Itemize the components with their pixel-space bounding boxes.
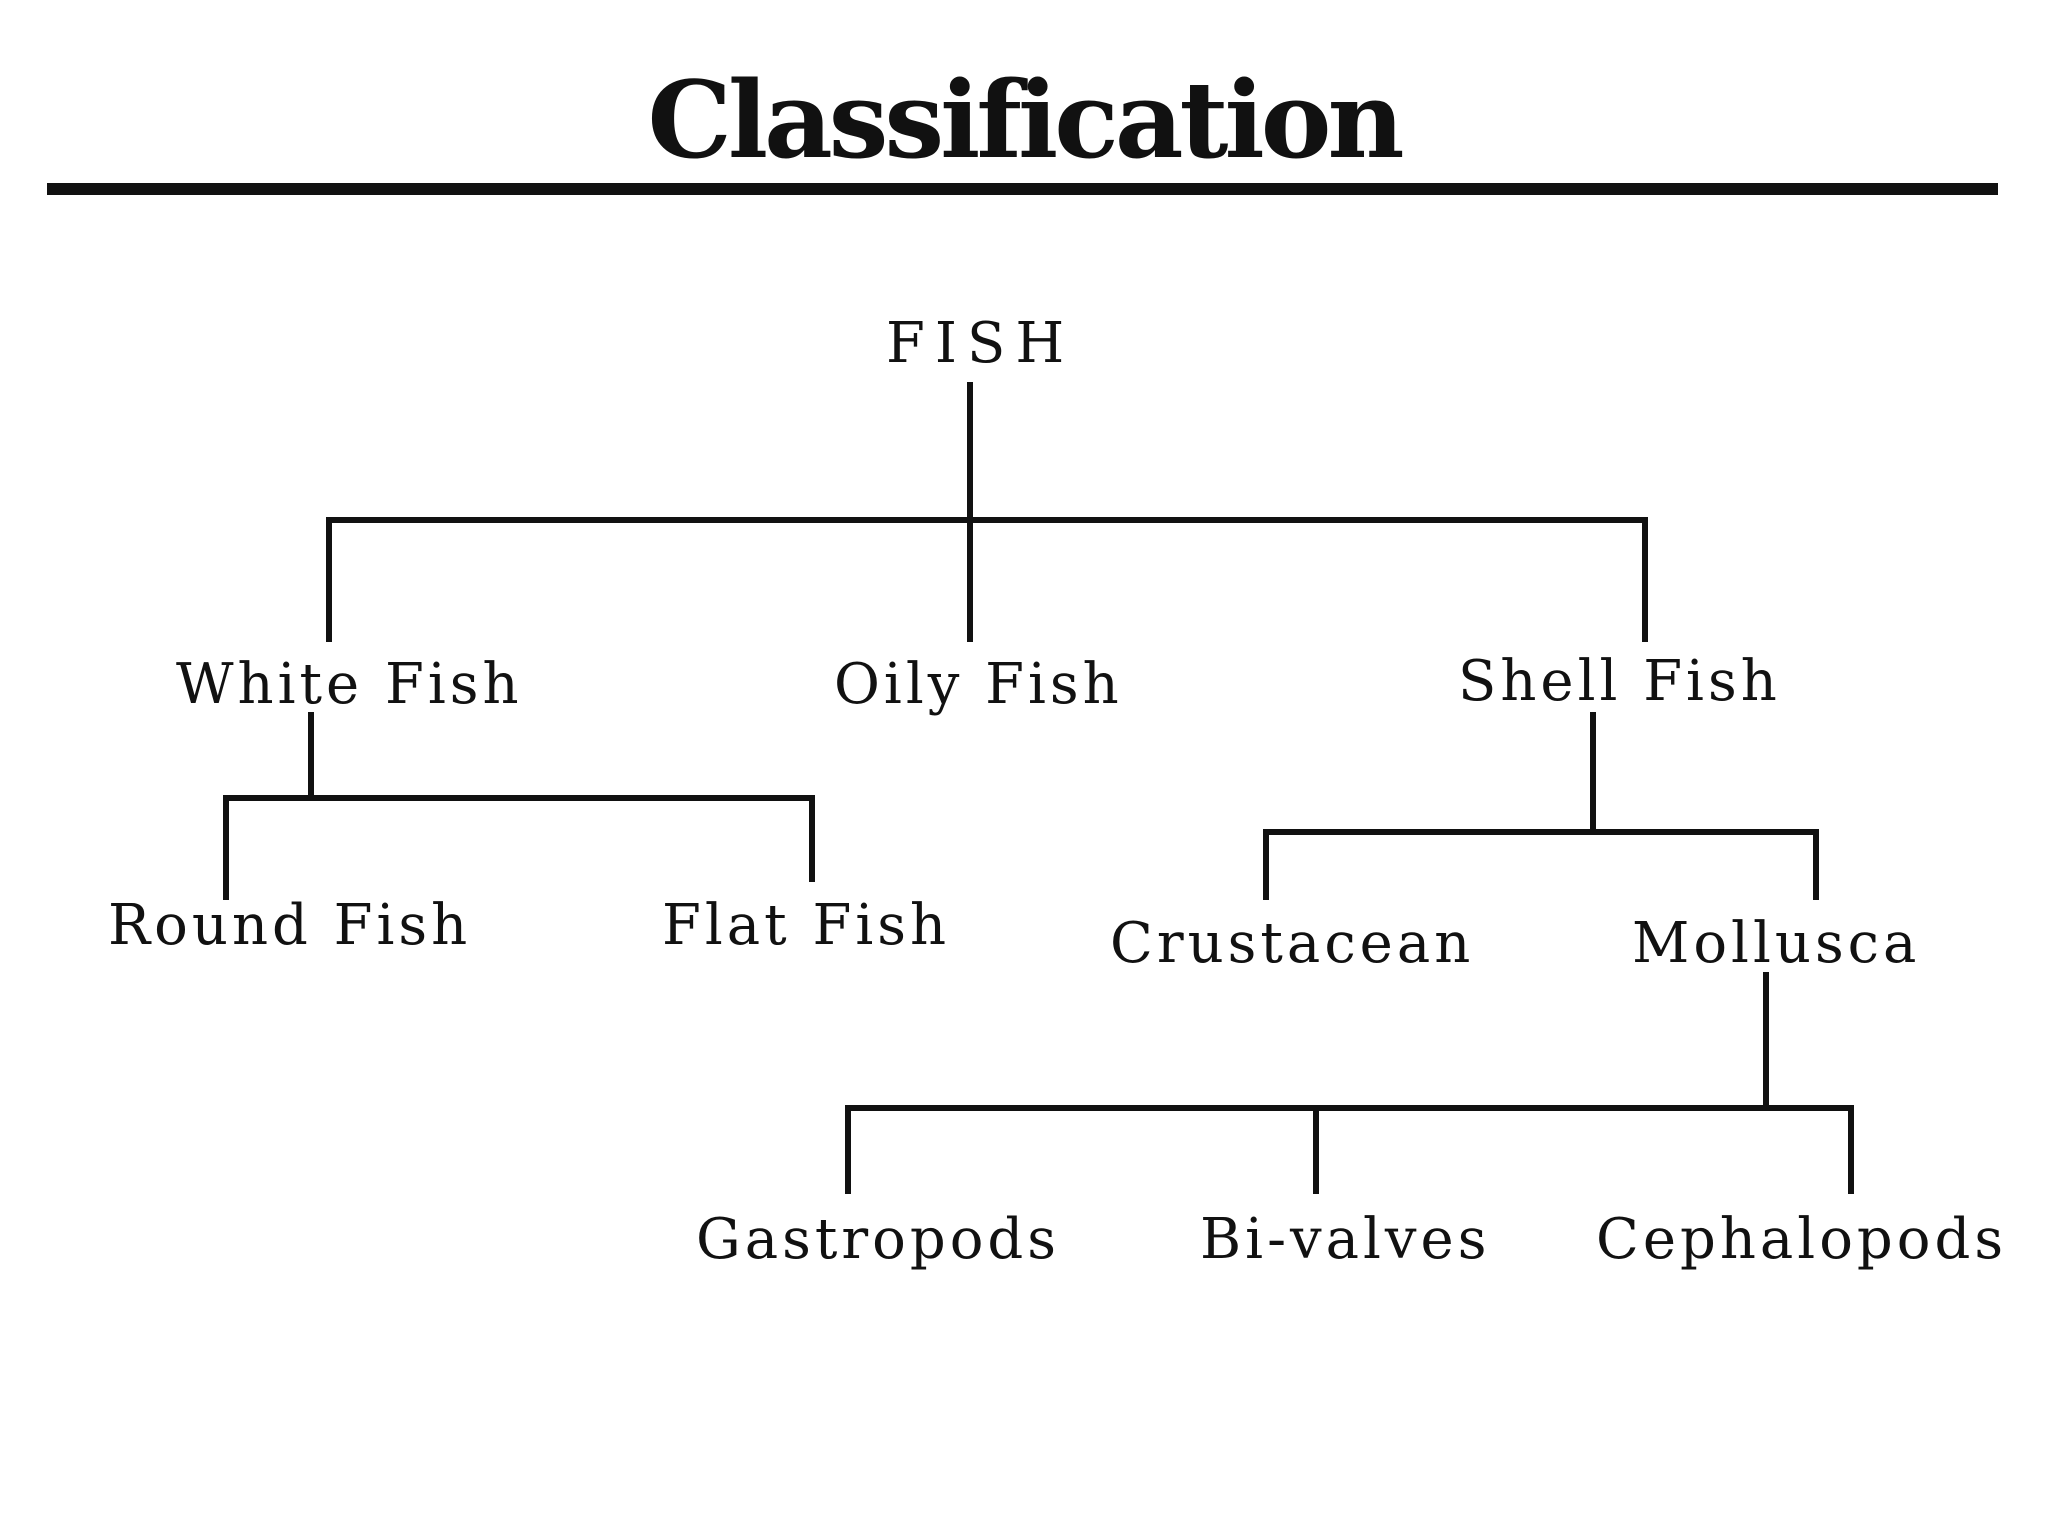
node-oily-fish: Oily Fish bbox=[834, 652, 1123, 717]
title-underline bbox=[47, 183, 1998, 195]
node-bivalves: Bi-valves bbox=[1200, 1207, 1491, 1272]
slide-title: Classification bbox=[647, 57, 1404, 182]
node-fish: FISH bbox=[886, 311, 1075, 376]
node-cephalopods: Cephalopods bbox=[1596, 1207, 2008, 1272]
node-round-fish: Round Fish bbox=[108, 893, 472, 958]
node-crustacean: Crustacean bbox=[1110, 911, 1475, 976]
node-white-fish: White Fish bbox=[176, 652, 523, 717]
node-mollusca: Mollusca bbox=[1632, 911, 1921, 976]
node-flat-fish: Flat Fish bbox=[662, 893, 951, 958]
node-gastropods: Gastropods bbox=[696, 1207, 1060, 1272]
node-shell-fish: Shell Fish bbox=[1458, 649, 1781, 714]
